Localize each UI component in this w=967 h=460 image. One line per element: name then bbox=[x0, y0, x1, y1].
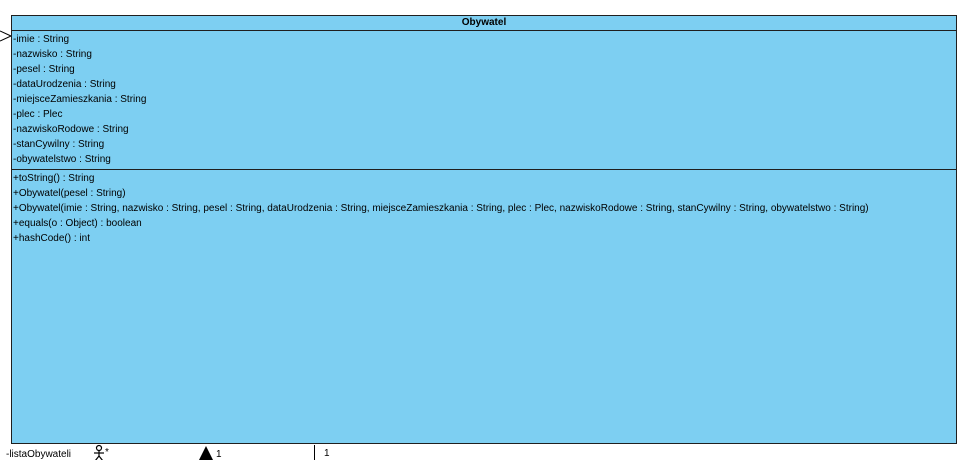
class-name: Obywatel bbox=[12, 16, 956, 31]
attribute: -stanCywilny : String bbox=[13, 139, 105, 150]
attribute: -obywatelstwo : String bbox=[13, 154, 111, 165]
attribute: -plec : Plec bbox=[13, 109, 63, 120]
operation: +Obywatel(imie : String, nazwisko : Stri… bbox=[13, 203, 869, 214]
attribute: -nazwisko : String bbox=[13, 49, 92, 60]
uml-class-obywatel[interactable]: Obywatel -imie : String -nazwisko : Stri… bbox=[11, 15, 957, 444]
operations-compartment: +toString() : String +Obywatel(pesel : S… bbox=[12, 170, 956, 248]
generalization-arrow-icon bbox=[199, 446, 213, 460]
multiplicity-one-b: 1 bbox=[324, 448, 330, 459]
attribute: -miejsceZamieszkania : String bbox=[13, 94, 147, 105]
operation: +equals(o : Object) : boolean bbox=[13, 218, 142, 229]
operation: +toString() : String bbox=[13, 173, 95, 184]
association-end-icon bbox=[94, 444, 104, 460]
attribute: -nazwiskoRodowe : String bbox=[13, 124, 129, 135]
attribute: -imie : String bbox=[13, 34, 70, 45]
attribute: -pesel : String bbox=[13, 64, 75, 75]
multiplicity-many: * bbox=[105, 447, 109, 458]
role-label: -listaObywateli bbox=[6, 449, 72, 460]
operation: +hashCode() : int bbox=[13, 233, 90, 244]
operation: +Obywatel(pesel : String) bbox=[13, 188, 126, 199]
multiplicity-one-a: 1 bbox=[216, 449, 222, 460]
attribute: -dataUrodzenia : String bbox=[13, 79, 116, 90]
attributes-compartment: -imie : String -nazwisko : String -pesel… bbox=[12, 31, 956, 170]
association-line bbox=[314, 445, 315, 460]
